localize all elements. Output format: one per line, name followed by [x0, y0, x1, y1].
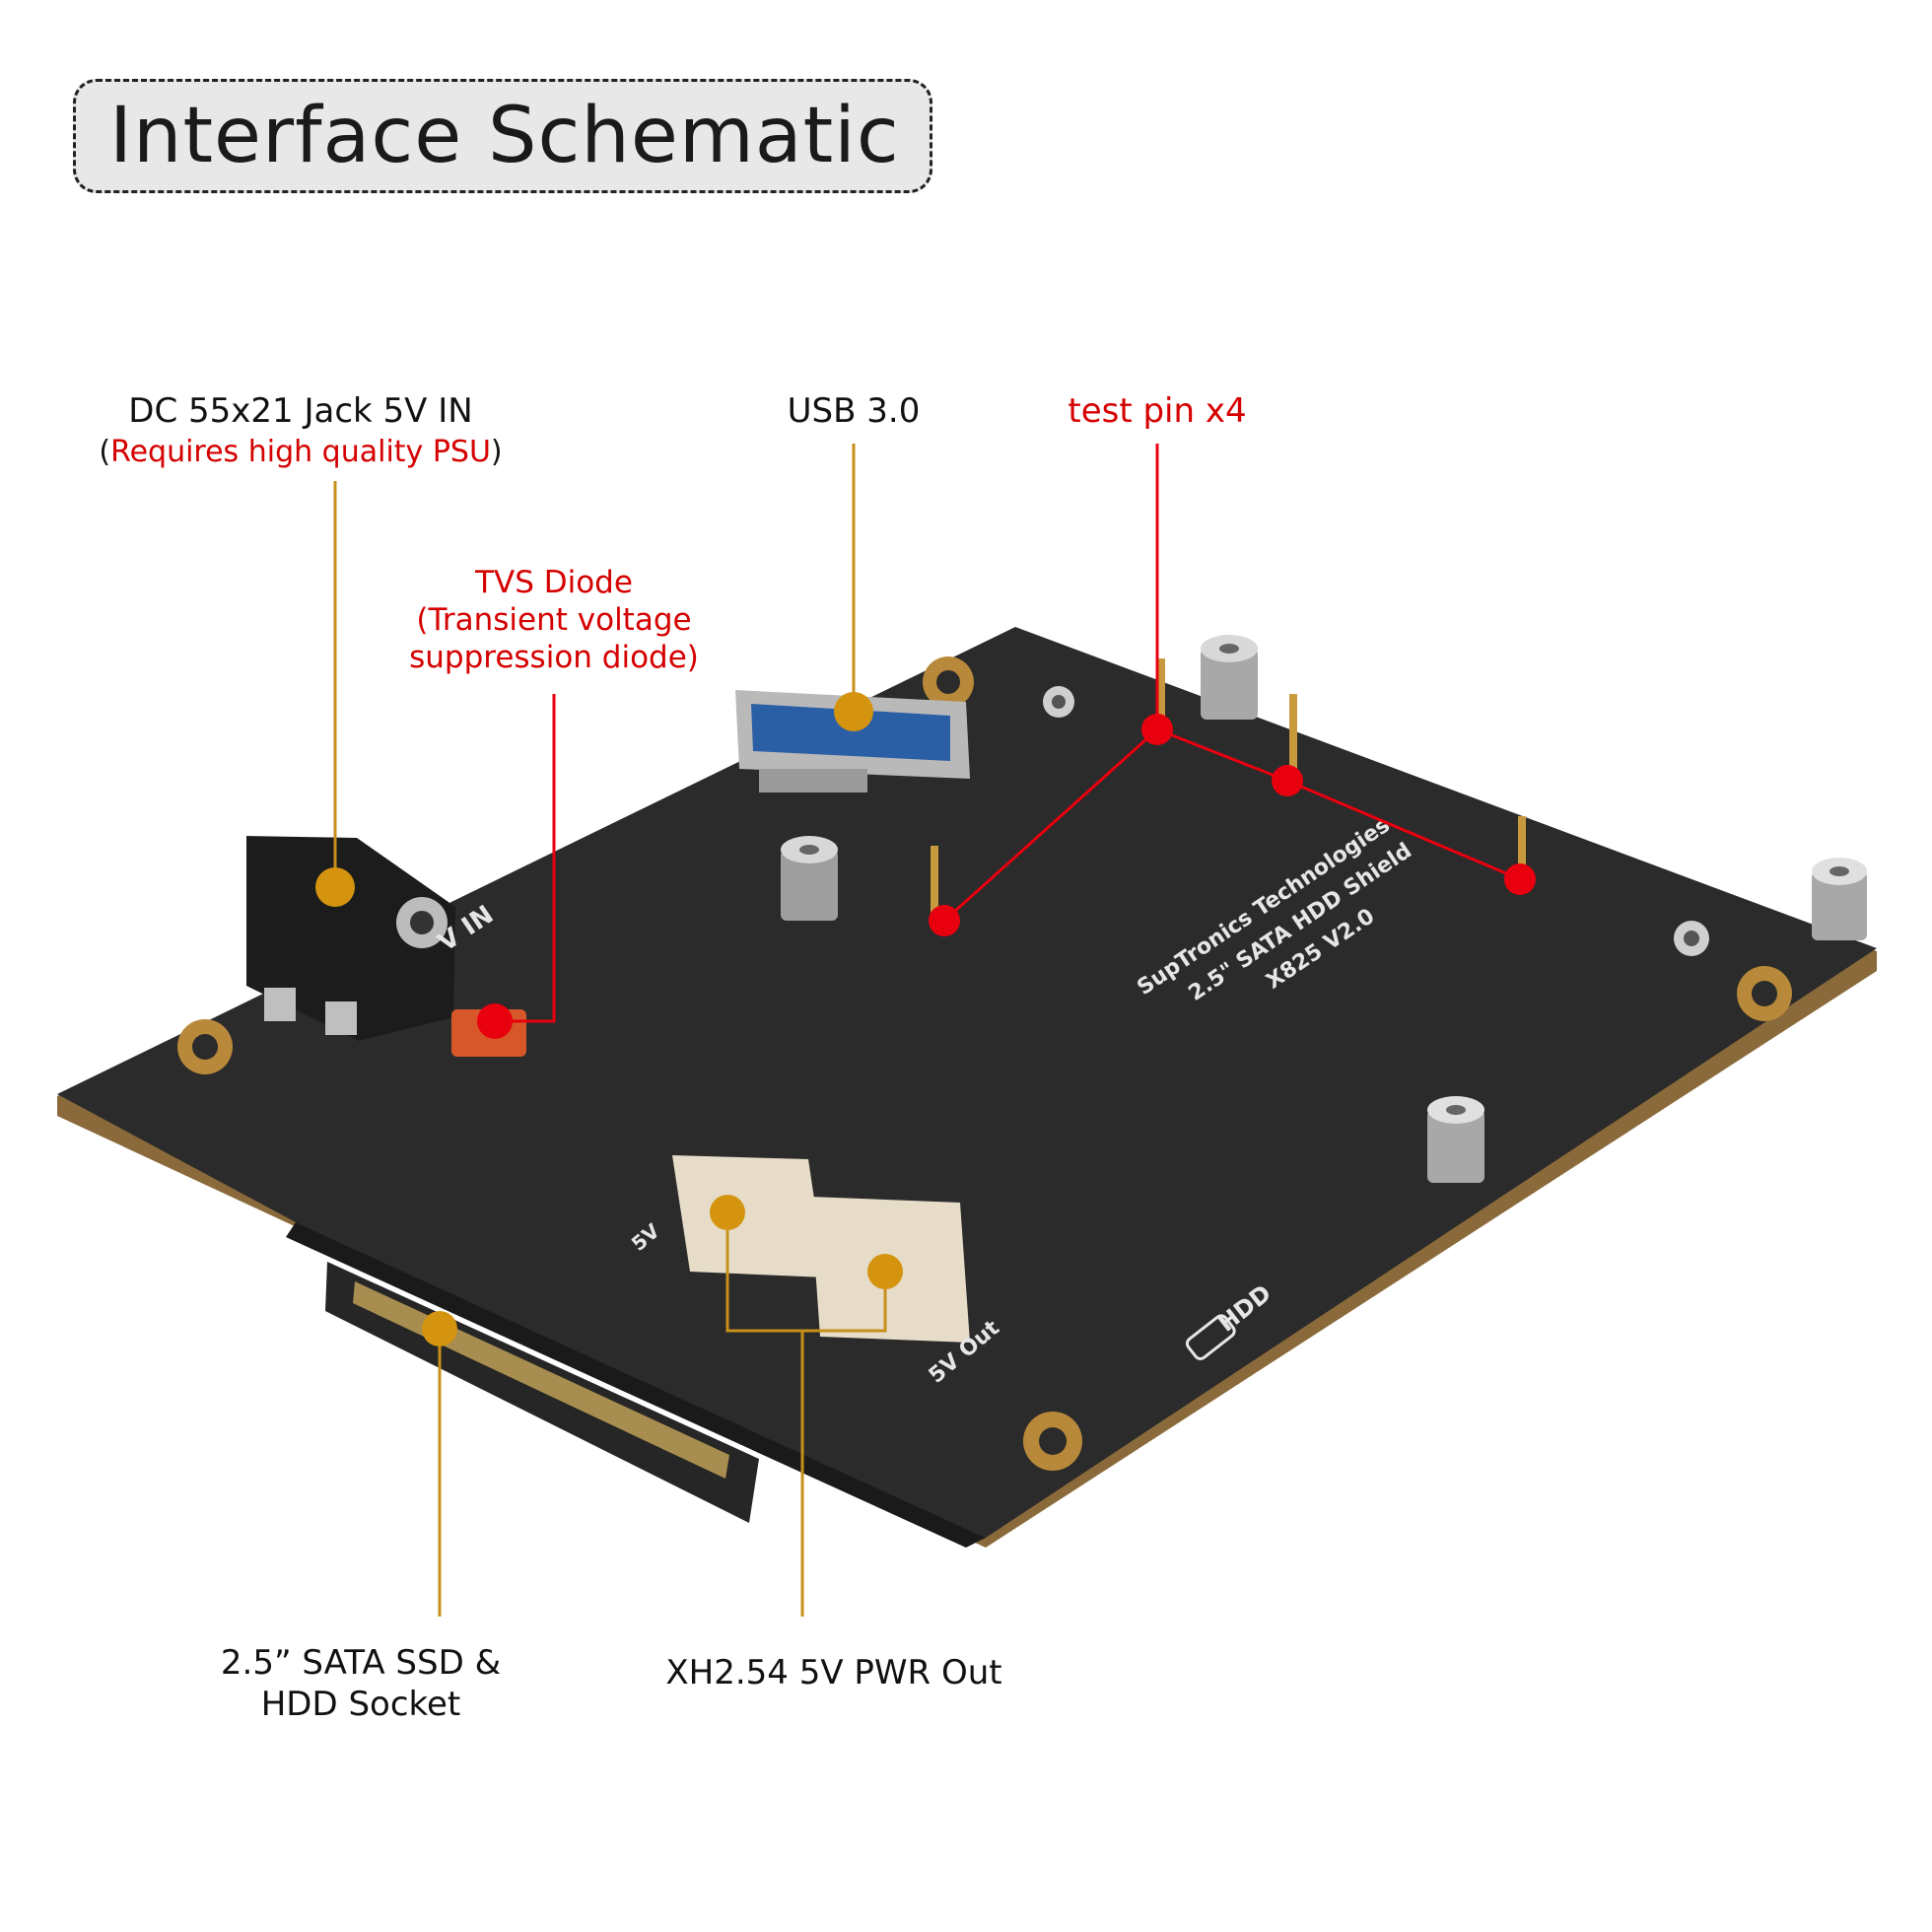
dc-jack-dot — [315, 867, 355, 907]
usb-label: USB 3.0 — [787, 391, 921, 431]
tvs-title: TVS Diode — [475, 565, 633, 600]
dc-jack-note-row: (Requires high quality PSU) — [79, 432, 522, 473]
sata-label-line1: 2.5” SATA SSD & — [220, 1643, 502, 1683]
dc-jack-label: DC 55x21 Jack 5V IN (Requires high quali… — [79, 390, 522, 473]
mounting-holes — [177, 656, 1792, 1471]
tvs-note-line1: (Transient voltage — [416, 602, 692, 638]
dc-jack-note-close: ) — [490, 435, 503, 469]
sata-dot — [422, 1311, 457, 1346]
tvs-label: TVS Diode (Transient voltage suppression… — [386, 564, 722, 676]
standoffs — [781, 635, 1867, 1183]
callout-dots — [315, 692, 1536, 1346]
usb-dot — [834, 692, 873, 731]
test-pin-dot-3 — [1504, 863, 1536, 895]
tvs-dot — [477, 1003, 513, 1039]
title-box: Interface Schematic — [73, 79, 932, 193]
leader-lines-red — [495, 444, 1521, 1023]
dc-jack-note: Requires high quality PSU — [110, 435, 491, 469]
xh-dot-2 — [867, 1254, 903, 1289]
dc-jack-title: DC 55x21 Jack 5V IN — [128, 391, 473, 431]
test-pins — [931, 658, 1526, 917]
usb-port — [735, 690, 970, 793]
pcb-board — [57, 627, 1877, 1538]
leader-lines-gold — [333, 444, 887, 1617]
pcb-shade — [286, 1222, 986, 1548]
page-title: Interface Schematic — [109, 92, 900, 180]
xh-bracket — [725, 1212, 887, 1333]
dc-jack — [246, 836, 455, 1041]
tvs-note-line2: suppression diode) — [409, 640, 699, 675]
tvs-leader — [495, 694, 556, 1023]
xh-dot-1 — [710, 1195, 745, 1230]
test-pin-connector — [942, 727, 1521, 923]
dc-jack-note-open: ( — [99, 435, 111, 469]
sata-label-line2: HDD Socket — [260, 1685, 461, 1724]
hdd-led — [1185, 1314, 1236, 1360]
sata-label: 2.5” SATA SSD & HDD Socket — [183, 1642, 538, 1725]
test-pin-dot-2 — [1272, 765, 1303, 796]
test-pin-dot-4 — [929, 905, 960, 936]
xh-label: XH2.54 5V PWR Out — [665, 1653, 1002, 1692]
test-pin-dot-1 — [1141, 714, 1173, 745]
test-pin-label: test pin x4 — [1068, 391, 1247, 431]
